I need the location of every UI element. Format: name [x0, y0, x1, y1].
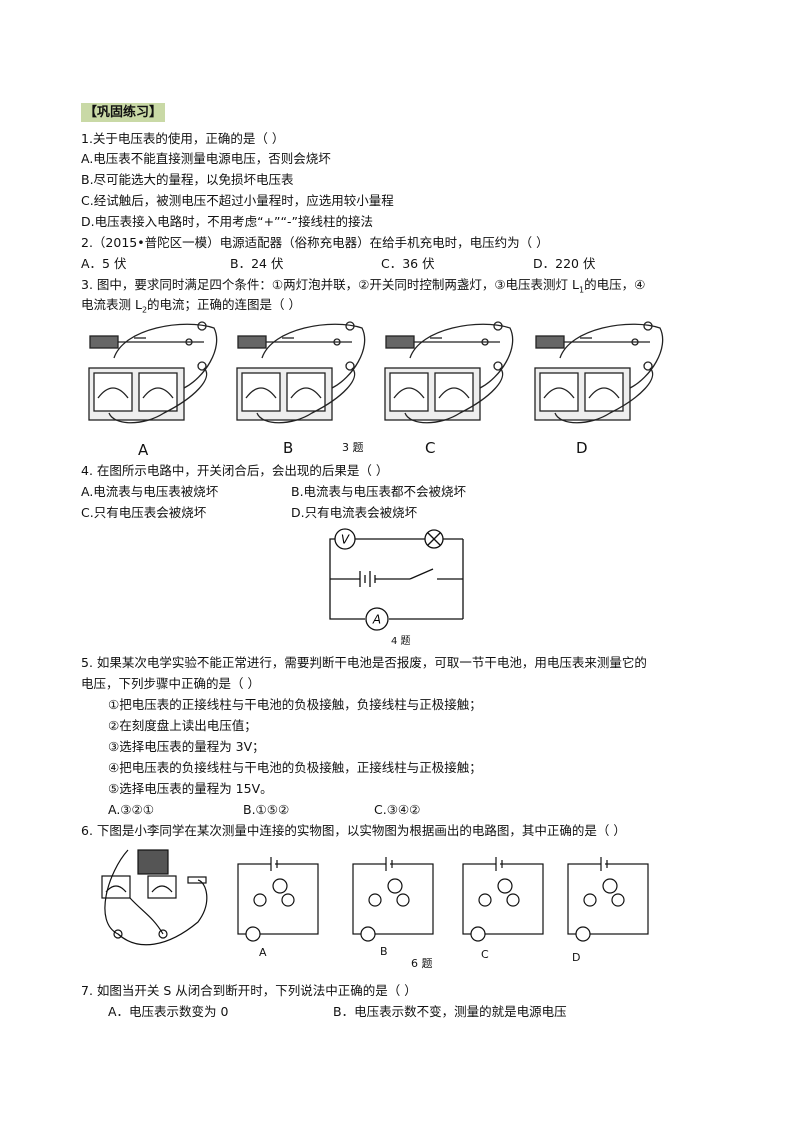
q1-stem: 1.关于电压表的使用，正确的是（ ）	[81, 131, 285, 146]
q2-option-a: A．5 伏	[81, 256, 127, 271]
q5-step-2: ②在刻度盘上读出电压值；	[108, 718, 257, 733]
q5-option-c: C.③④②	[374, 802, 421, 817]
q3-label-c: C	[425, 439, 436, 457]
q3-stem-line2: 电流表测 L2的电流；正确的连图是（ ）	[81, 297, 301, 319]
q6-label-d: D	[572, 951, 581, 964]
q1-option-d: D.电压表接入电路时，不用考虑“+”“-”接线柱的接法	[81, 214, 373, 229]
q7-option-b: B．电压表示数不变，测量的就是电源电压	[333, 1004, 567, 1019]
q1-option-c: C.经试触后，被测电压不超过小量程时，应选用较小量程	[81, 193, 394, 208]
q4-caption: 4 题	[391, 636, 411, 647]
q5-stem-line2: 电压，下列步骤中正确的是（ ）	[81, 676, 260, 691]
q3-line2-tail: 的电流；正确的连图是（ ）	[147, 297, 302, 312]
q6-stem: 6. 下图是小李同学在某次测量中连接的实物图，以实物图为根据画出的电路图，其中正…	[81, 823, 626, 838]
q5-step-5: ⑤选择电压表的量程为 15V。	[108, 781, 273, 796]
q3-line1-tail: 的电压，④	[584, 277, 646, 292]
q3-line2-sub: 2	[141, 305, 148, 315]
q4-option-d: D.只有电流表会被烧坏	[291, 505, 418, 520]
q1-option-a: A.电压表不能直接测量电源电压，否则会烧坏	[81, 151, 331, 166]
q5-option-a: A.③②①	[108, 802, 154, 817]
q4-ammeter-label: A	[372, 613, 381, 627]
q3-label-b: B	[283, 439, 294, 457]
q6-label-a: A	[259, 946, 267, 959]
q4-option-c: C.只有电压表会被烧坏	[81, 505, 207, 520]
q6-circuit-figures	[101, 849, 650, 946]
q4-stem: 4. 在图所示电路中，开关闭合后，会出现的后果是（ ）	[81, 463, 389, 478]
section-title: 【巩固练习】	[81, 103, 166, 122]
q2-stem: 2.（2015•普陀区一模）电源适配器（俗称充电器）在给手机充电时，电压约为（ …	[81, 235, 549, 250]
q2-option-b: B．24 伏	[230, 256, 284, 271]
q5-stem-line1: 5. 如果某次电学实验不能正常进行，需要判断干电池是否报废，可取一节干电池，用电…	[81, 655, 647, 670]
q6-label-c: C	[481, 948, 489, 961]
q4-option-b: B.电流表与电压表都不会被烧坏	[291, 484, 467, 499]
q4-circuit-diagram: V A	[329, 528, 464, 631]
q6-label-b: B	[380, 945, 388, 958]
q3-circuit-figures	[88, 321, 664, 424]
q5-option-b: B.①⑤②	[243, 802, 290, 817]
q6-caption: 6 题	[411, 957, 433, 970]
q7-option-a: A．电压表示数变为 0	[108, 1004, 229, 1019]
q5-step-4: ④把电压表的负接线柱与干电池的负极接触，正接线柱与正极接触；	[108, 760, 482, 775]
q3-line1-text: 3. 图中，要求同时满足四个条件：①两灯泡并联，②开关同时控制两盏灯，③电压表测…	[81, 277, 579, 292]
q3-label-d: D	[576, 439, 588, 457]
q3-stem-line1: 3. 图中，要求同时满足四个条件：①两灯泡并联，②开关同时控制两盏灯，③电压表测…	[81, 277, 645, 299]
q1-option-b: B.尽可能选大的量程，以免损坏电压表	[81, 172, 294, 187]
q2-option-d: D．220 伏	[533, 256, 596, 271]
q3-line1-sub: 1	[578, 285, 585, 295]
q5-step-1: ①把电压表的正接线柱与干电池的负极接触，负接线柱与正极接触；	[108, 697, 482, 712]
q3-caption: 3 题	[342, 441, 364, 454]
q4-option-a: A.电流表与电压表被烧坏	[81, 484, 219, 499]
q7-stem: 7. 如图当开关 S 从闭合到断开时，下列说法中正确的是（ ）	[81, 983, 417, 998]
q4-voltmeter-label: V	[341, 533, 350, 547]
q3-line2-head: 电流表测 L	[81, 297, 142, 312]
q5-step-3: ③选择电压表的量程为 3V；	[108, 739, 265, 754]
q2-option-c: C．36 伏	[381, 256, 435, 271]
q3-label-a: A	[138, 441, 149, 459]
